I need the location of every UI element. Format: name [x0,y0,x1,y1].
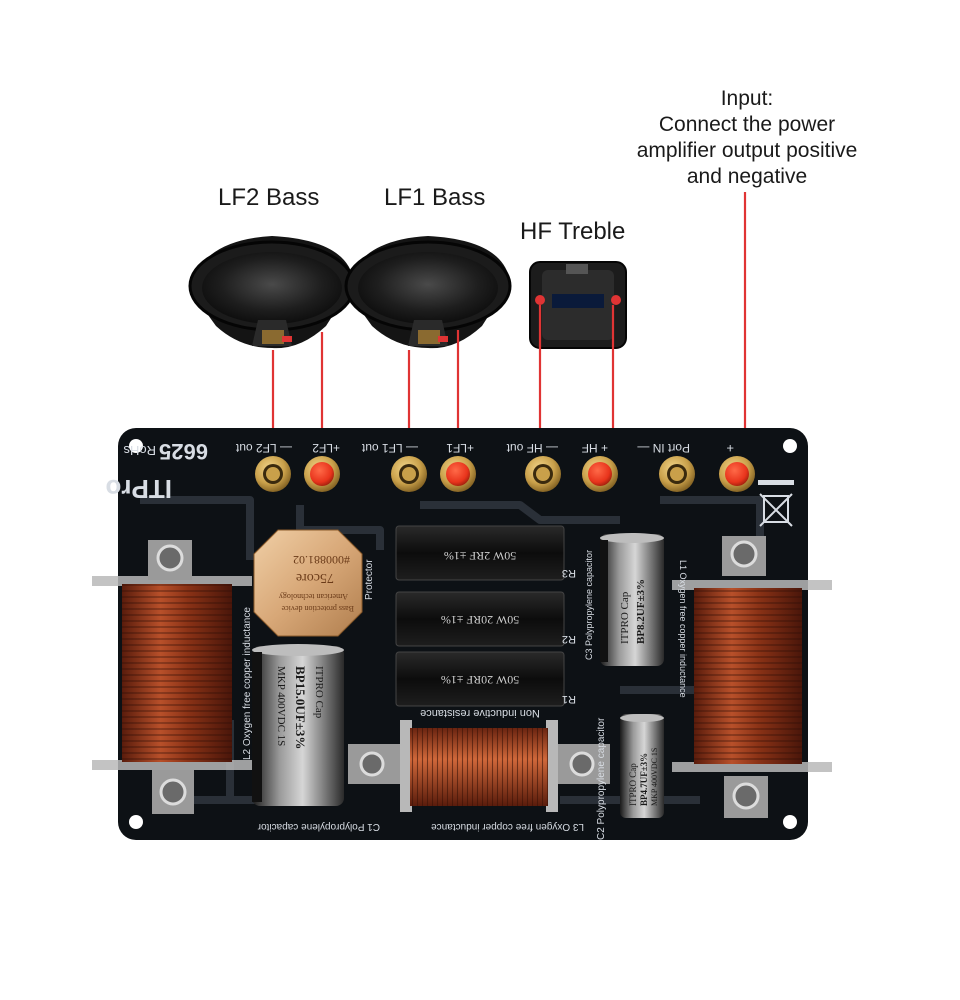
silk-l1: L1 Oxygen free copper inductance [678,560,688,698]
protector-line2: American technology [279,592,348,601]
resistor-r1-rating: 50W 20RF ±1% [441,673,519,687]
resistor-r3: 50W 2RF ±1% R3 [395,525,576,581]
cap-c2-value: BP4.7UF±3% [639,753,649,806]
input-pos-label: + [726,441,734,456]
lf2-neg-label: — LF2 out [235,441,292,455]
rohs-mark: RoHs [123,443,156,458]
protector-device: Bass protection device American technolo… [253,529,375,637]
brand-logo: ITPro [106,474,172,504]
terminal-lf2-neg [255,456,291,492]
input-line: Connect the power [658,113,836,136]
terminal-input-neg [659,456,695,492]
cap-c3-brand: ITPRO Cap [619,591,631,644]
resistors: 50W 2RF ±1% R3 50W 20RF ±1% R2 50W 20RF … [395,525,576,719]
terminal-lf2-pos [304,456,340,492]
terminal-hf-neg [525,456,561,492]
protector-line1: Bass protection device [281,604,354,613]
capacitor-c1: ITPRO Cap BP15.0UF±3% MKP 400VDC 1S [252,644,344,806]
lf1-neg-label: — LF1 out [361,441,418,455]
terminal-hf-pos [582,456,618,492]
terminals [255,456,755,492]
cap-c2-voltage: MKP 400VDC 1S [650,748,659,806]
input-neg-label: Port IN — [637,441,690,455]
cap-c1-brand: ITPRO Cap [313,666,325,719]
resistor-r2: 50W 20RF ±1% R2 [395,591,576,647]
terminal-lf1-pos [440,456,476,492]
resistor-r2-ref: R2 [562,633,576,645]
resistor-label: Non inductive resistance [420,707,540,719]
terminal-lf1-neg [391,456,427,492]
hf-treble-label: HF Treble [520,218,626,245]
hf-neg-label: — HF out [506,441,558,455]
resistor-r1: 50W 20RF ±1% R1 [395,651,576,707]
silk-c2: C2 Polypropylene capacitor [596,717,607,840]
terminal-input-pos [719,456,755,492]
inductor-l2 [92,540,252,814]
protector-label: Protector [364,559,375,600]
silk-top: 6625 RoHs ITPro — LF2 out +LF2 — LF1 out… [106,439,794,527]
hf-pos-label: + HF [582,441,608,455]
woofer-lf2-icon [188,236,356,349]
capacitor-c3: ITPRO Cap BP8.2UF±3% [600,533,664,666]
resistor-r3-rating: 50W 2RF ±1% [444,549,516,563]
input-description: Input: Connect the power amplifier outpu… [600,86,894,190]
resistor-r2-rating: 50W 20RF ±1% [441,613,519,627]
silk-labels: L2 Oxygen free copper inductance C1 Poly… [242,550,688,840]
protector-part: #000881.02 [293,553,350,567]
protector-brand: 75core [296,570,334,585]
input-line: Input: [720,87,774,110]
woofer-lf1-icon [344,236,512,349]
inductor-l1 [672,536,832,818]
weee-icon [759,493,793,527]
lf1-bass-label: LF1 Bass [384,184,486,211]
cap-c1-voltage: MKP 400VDC 1S [275,666,287,746]
silk-c1: C1 Polypropylene capacitor [257,821,380,832]
silk-c3: C3 Polypropylene capacitor [584,550,594,660]
input-line: and negative [686,165,808,188]
resistor-r3-ref: R3 [562,567,576,579]
model-number: 6625 [159,439,208,464]
lf2-pos-label: +LF2 [312,441,340,455]
cap-c1-value: BP15.0UF±3% [293,666,308,749]
input-line: amplifier output positive [636,139,858,162]
lf1-pos-label: +LF1 [446,441,474,455]
cap-c2-brand: ITPRO Cap [628,763,638,806]
tweeter-hf-icon [529,261,627,349]
capacitor-c2: ITPRO Cap BP4.7UF±3% MKP 400VDC 1S [620,714,664,818]
lf2-bass-label: LF2 Bass [218,184,320,211]
silk-l3: L3 Oxygen free copper inductance [431,821,584,832]
resistor-r1-ref: R1 [562,693,576,705]
speaker-wires [271,192,747,460]
silk-l2: L2 Oxygen free copper inductance [242,607,253,760]
cap-c3-value: BP8.2UF±3% [635,579,647,644]
inductor-l3 [348,720,610,812]
